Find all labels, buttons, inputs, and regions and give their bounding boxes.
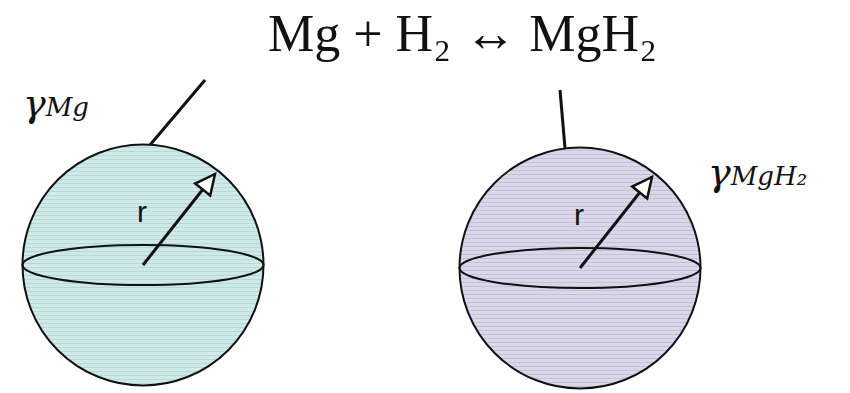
sphere-outline [458, 146, 702, 390]
surface-energy-label: γMg [23, 81, 89, 125]
reaction-equation: Mg + H₂ ↔ MgH₂ [268, 4, 657, 63]
arrow-head [632, 177, 652, 198]
radius-label: r [574, 198, 584, 232]
radius-arrow [143, 174, 215, 265]
surface-energy-label: γMgH₂ [708, 150, 807, 194]
arrow-head [195, 174, 215, 195]
leader-line [560, 90, 565, 148]
particle-sphere: γMgr [21, 143, 265, 387]
leader-line [150, 80, 205, 145]
radius-label: r [137, 195, 147, 229]
sphere [460, 148, 701, 389]
sphere [23, 145, 264, 386]
sphere-outline [21, 143, 265, 387]
particle-sphere: γMgH₂r [458, 146, 702, 390]
radius-arrow [580, 177, 652, 268]
